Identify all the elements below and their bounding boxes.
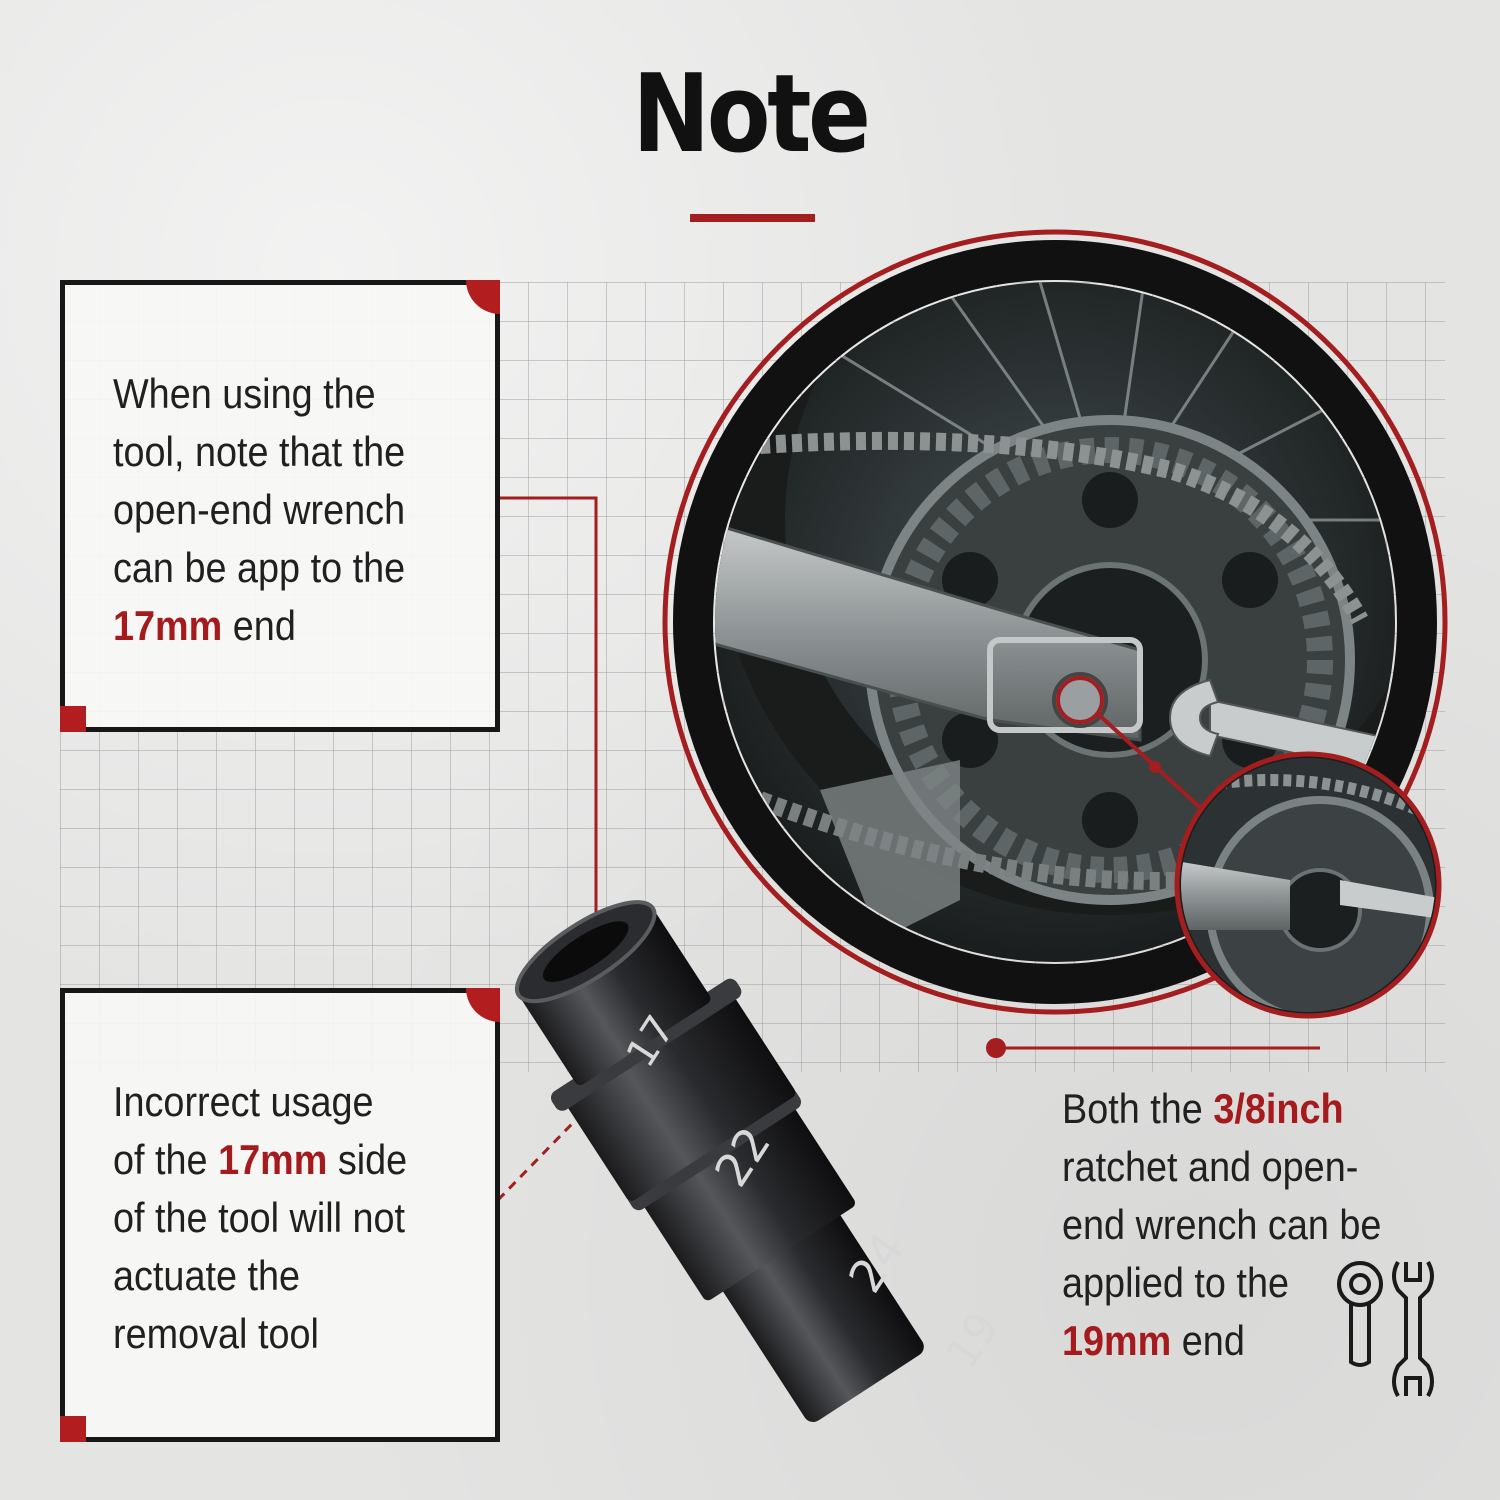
photo-black-ring bbox=[673, 240, 1437, 1004]
title-underline bbox=[690, 214, 815, 222]
right-note-text: Both the 3/8inch ratchet and open- end w… bbox=[1062, 1085, 1382, 1364]
removal-tool bbox=[514, 900, 924, 1423]
wrench-icon bbox=[1392, 1261, 1434, 1397]
connector-top bbox=[498, 496, 598, 998]
tool-label-19: 19 bbox=[936, 1303, 1009, 1378]
connector-bottom-dashed bbox=[496, 1093, 602, 1202]
photo-outer-ring bbox=[662, 229, 1448, 1015]
page-title: Note bbox=[632, 52, 871, 177]
note-card-top-text: When using the tool, note that the open-… bbox=[113, 370, 406, 649]
note-card-top: When using the tool, note that the open-… bbox=[60, 280, 500, 732]
note-card-bottom: Incorrect usage of the 17mm side of the … bbox=[60, 988, 500, 1442]
ratchet-icon bbox=[1337, 1261, 1383, 1367]
zoom-photo bbox=[1181, 758, 1435, 1012]
note-card-bottom-text: Incorrect usage of the 17mm side of the … bbox=[113, 1078, 408, 1357]
